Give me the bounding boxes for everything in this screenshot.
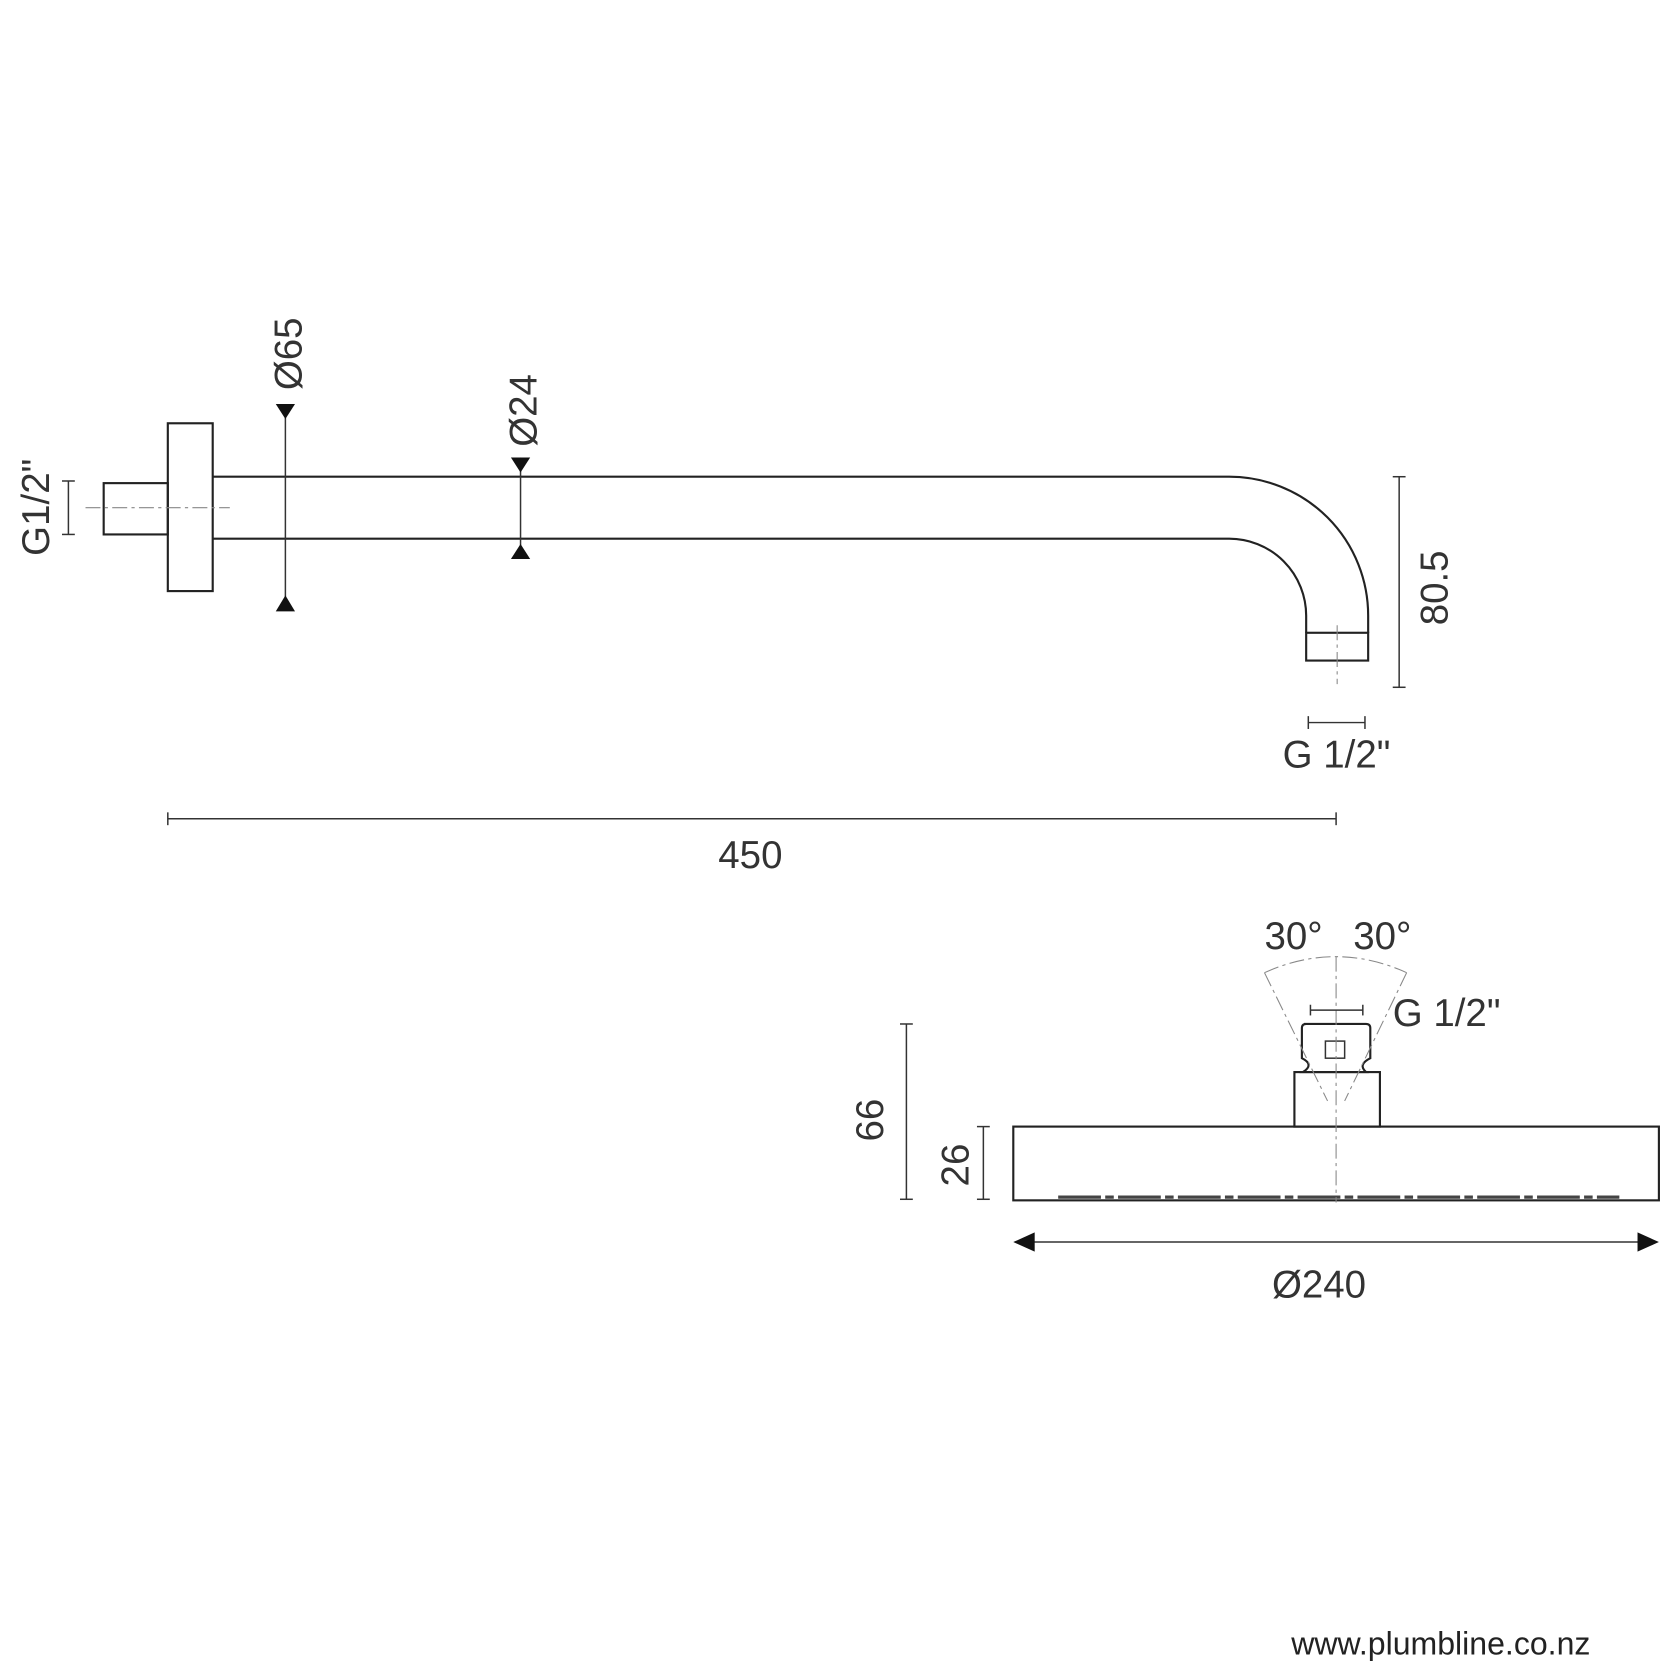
head-height-label: 26	[934, 1144, 977, 1187]
head-dimensions: 30° 30° G 1/2" 66 26 Ø240	[849, 915, 1659, 1307]
swivel-nut	[1293, 1071, 1381, 1128]
angle-left-label: 30°	[1264, 915, 1322, 958]
drop-height-label: 80.5	[1413, 550, 1456, 625]
angle-right-label: 30°	[1353, 915, 1411, 958]
pipe-diameter-label: Ø24	[503, 374, 546, 447]
swivel-ball	[1299, 1022, 1372, 1074]
head-diameter-label: Ø240	[1272, 1264, 1366, 1307]
arm-dimensions: G1/2" Ø65 Ø24 80.5 G 1/2" 450	[15, 317, 1456, 877]
head-thread-label: G 1/2"	[1393, 992, 1501, 1035]
inlet-thread-stub	[102, 482, 169, 536]
shower-head	[1012, 956, 1660, 1203]
flange-diameter-label: Ø65	[267, 317, 310, 390]
shower-arm	[85, 422, 1370, 685]
inlet-thread-label: G1/2"	[15, 459, 58, 556]
length-label: 450	[718, 834, 782, 877]
total-height-label: 66	[849, 1099, 892, 1142]
arm-pipe	[212, 475, 1370, 633]
outlet-thread-label: G 1/2"	[1283, 733, 1391, 776]
website-watermark: www.plumbline.co.nz	[1290, 1626, 1590, 1662]
